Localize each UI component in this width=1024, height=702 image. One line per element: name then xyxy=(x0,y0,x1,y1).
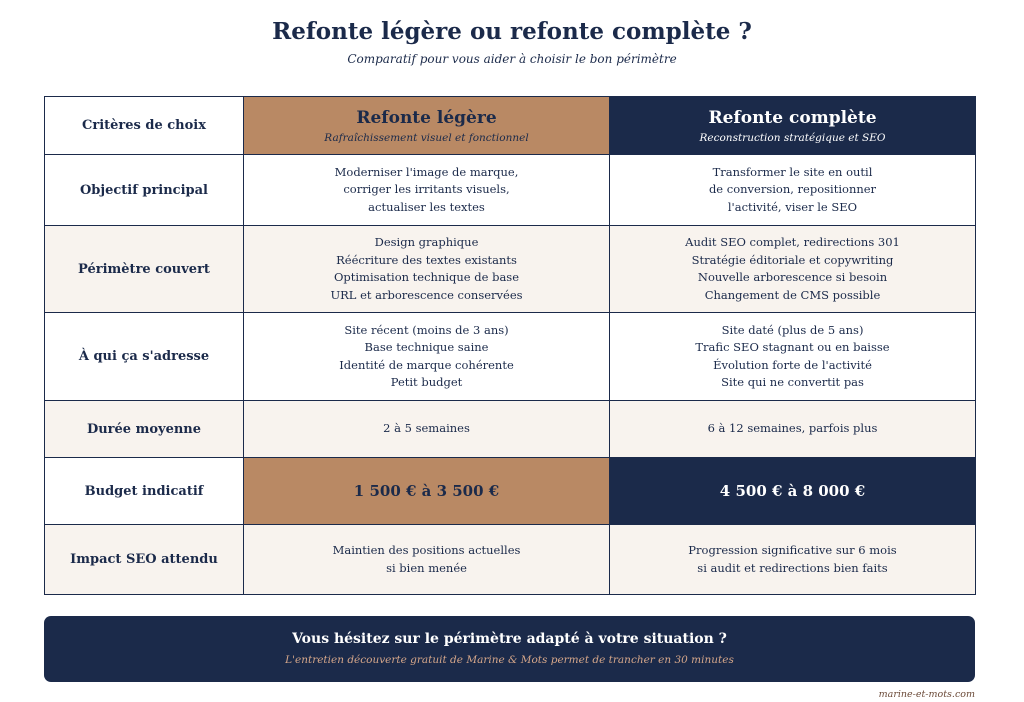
cell-line: Stratégie éditoriale et copywriting xyxy=(691,252,894,267)
cell-line: Moderniser l'image de marque, xyxy=(334,164,519,179)
criterion-label: Budget indicatif xyxy=(44,457,244,525)
cell-line: Audit SEO complet, redirections 301 xyxy=(685,235,900,249)
cell-full: Progression significative sur 6 mois si … xyxy=(609,524,976,595)
column-subtitle-full: Reconstruction stratégique et SEO xyxy=(699,131,886,144)
cell-light: 2 à 5 semaines xyxy=(243,400,610,458)
column-title-light: Refonte légère xyxy=(356,107,497,128)
cell-line: Maintien des positions actuelles xyxy=(332,543,521,557)
cell-line: actualiser les textes xyxy=(368,199,485,214)
cell-line: Identité de marque cohérente xyxy=(339,357,514,372)
cell-full: Transformer le site en outil de conversi… xyxy=(609,154,976,226)
cell-line: de conversion, repositionner xyxy=(708,182,877,197)
cell-light: Site récent (moins de 3 ans) Base techni… xyxy=(243,312,610,401)
cell-line: 2 à 5 semaines xyxy=(383,421,470,436)
cell-full: Site daté (plus de 5 ans) Trafic SEO sta… xyxy=(609,312,976,401)
cell-line: Optimisation technique de base xyxy=(333,270,520,284)
column-header-full: Refonte complète Reconstruction stratégi… xyxy=(609,96,976,155)
cell-light: Moderniser l'image de marque, corriger l… xyxy=(243,154,610,226)
table-header-row: Critères de choix Refonte légère Rafraîc… xyxy=(44,96,976,155)
page-title: Refonte légère ou refonte complète ? xyxy=(272,18,752,45)
cell-line: Trafic SEO stagnant ou en baisse xyxy=(695,340,890,354)
cell-line: l'activité, viser le SEO xyxy=(727,199,858,214)
column-subtitle-light: Rafraîchissement visuel et fonctionnel xyxy=(324,131,529,144)
cell-line: Site récent (moins de 3 ans) xyxy=(344,322,509,337)
criterion-label: Périmètre couvert xyxy=(44,225,244,313)
cell-line: 6 à 12 semaines, parfois plus xyxy=(707,421,878,436)
table-row-budget: Budget indicatif 1 500 € à 3 500 € 4 500… xyxy=(44,457,976,525)
cell-line: Transformer le site en outil xyxy=(712,164,873,179)
comparison-table: Critères de choix Refonte légère Rafraîc… xyxy=(44,96,976,595)
table-row-seo-impact: Impact SEO attendu Maintien des position… xyxy=(44,524,976,595)
cell-line: Progression significative sur 6 mois xyxy=(688,543,897,557)
cell-line: URL et arborescence conservées xyxy=(330,287,523,302)
page-subtitle: Comparatif pour vous aider à choisir le … xyxy=(347,52,677,66)
criteria-header: Critères de choix xyxy=(44,96,244,155)
cell-line: Site qui ne convertit pas xyxy=(721,375,864,389)
cell-line: Site daté (plus de 5 ans) xyxy=(721,322,864,337)
cta-title: Vous hésitez sur le périmètre adapté à v… xyxy=(292,631,727,647)
cell-line: si audit et redirections bien faits xyxy=(697,560,888,575)
criterion-label: Objectif principal xyxy=(44,154,244,226)
table-row-duration: Durée moyenne 2 à 5 semaines 6 à 12 sema… xyxy=(44,400,976,458)
cell-line: Évolution forte de l'activité xyxy=(713,357,872,372)
column-header-light: Refonte légère Rafraîchissement visuel e… xyxy=(243,96,610,155)
cell-line: si bien menée xyxy=(386,560,467,575)
table-row-audience: À qui ça s'adresse Site récent (moins de… xyxy=(44,312,976,401)
column-title-full: Refonte complète xyxy=(708,107,877,128)
criterion-label: À qui ça s'adresse xyxy=(44,312,244,401)
cell-line: Petit budget xyxy=(390,375,463,389)
cell-line: Changement de CMS possible xyxy=(704,287,881,302)
cta-subtitle: L'entretien découverte gratuit de Marine… xyxy=(285,654,734,666)
budget-light: 1 500 € à 3 500 € xyxy=(243,457,610,525)
criterion-label: Durée moyenne xyxy=(44,400,244,458)
table-row-objective: Objectif principal Moderniser l'image de… xyxy=(44,154,976,226)
criterion-label: Impact SEO attendu xyxy=(44,524,244,595)
budget-full: 4 500 € à 8 000 € xyxy=(609,457,976,525)
footer-site: marine-et-mots.com xyxy=(878,689,975,700)
cell-line: Base technique saine xyxy=(364,340,489,354)
cell-line: Réécriture des textes existants xyxy=(336,252,517,267)
cta-banner: Vous hésitez sur le périmètre adapté à v… xyxy=(44,616,975,682)
cell-line: Design graphique xyxy=(374,235,479,249)
cell-line: corriger les irritants visuels, xyxy=(343,182,510,197)
cell-light: Maintien des positions actuelles si bien… xyxy=(243,524,610,595)
cell-light: Design graphique Réécriture des textes e… xyxy=(243,225,610,313)
cell-full: Audit SEO complet, redirections 301 Stra… xyxy=(609,225,976,313)
cell-line: Nouvelle arborescence si besoin xyxy=(697,270,888,284)
cell-full: 6 à 12 semaines, parfois plus xyxy=(609,400,976,458)
table-row-scope: Périmètre couvert Design graphique Réécr… xyxy=(44,225,976,313)
